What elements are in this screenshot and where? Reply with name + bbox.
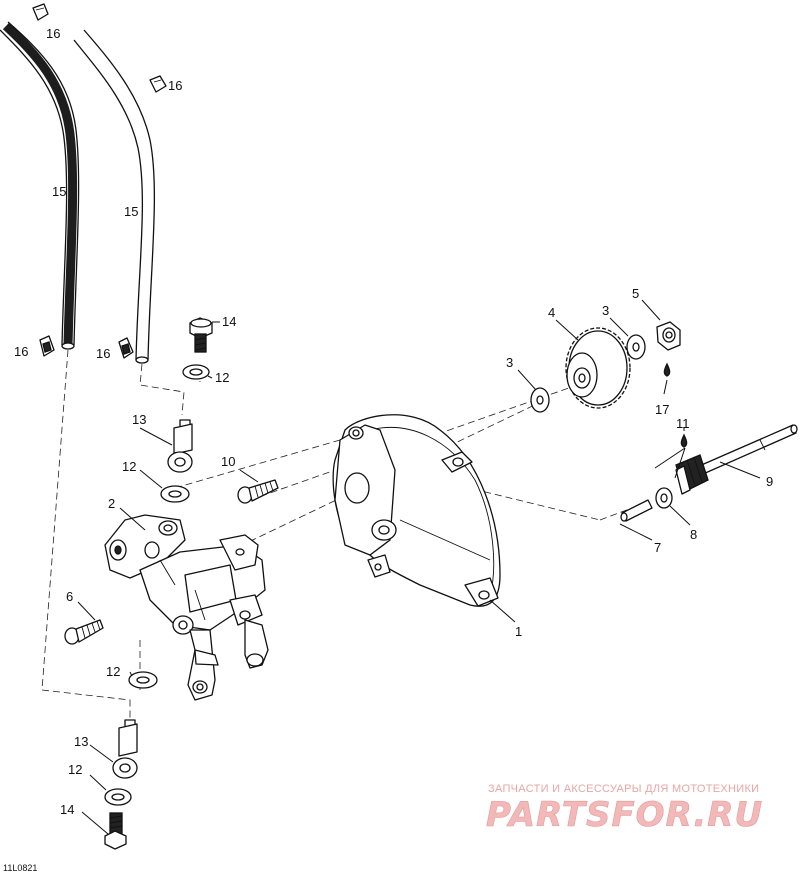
screw [237,479,279,504]
nut [656,321,681,351]
washer [530,387,550,413]
diagram-code: 11L0821 [3,863,37,873]
drop-icon [663,362,671,377]
callout-12: 12 [215,370,229,385]
drop-icon [680,433,688,448]
washer [160,485,190,503]
callout-12: 12 [122,459,136,474]
callout-4: 4 [548,305,555,320]
banjo-bolt-top [189,317,213,353]
callout-7: 7 [654,540,661,555]
callout-13: 13 [74,734,88,749]
washer [104,788,132,806]
watermark-brand: PARTSFOR.RU [486,795,763,835]
washer [626,334,646,360]
callout-13: 13 [132,412,146,427]
oil-pump-body [104,514,269,701]
callout-8: 8 [690,527,697,542]
callout-3: 3 [602,303,609,318]
clamp-icon [39,335,55,357]
leader-lines [77,299,761,835]
callout-16: 16 [96,346,110,361]
callout-16: 16 [14,344,28,359]
fitting-bottom [112,719,138,779]
callout-16: 16 [168,78,182,93]
gear-icon [565,327,631,409]
callout-6: 6 [66,589,73,604]
screw [64,619,104,645]
pump-shaft [675,424,798,495]
washer [655,487,673,509]
callout-16: 16 [46,26,60,41]
callout-3: 3 [506,355,513,370]
callout-14: 14 [222,314,236,329]
hose-left [0,21,80,350]
watermark-tagline: ЗАПЧАСТИ И АКСЕССУАРЫ ДЛЯ МОТОТЕХНИКИ [488,783,759,795]
callout-14: 14 [60,802,74,817]
clamp-icon [32,3,49,21]
callout-11: 11 [676,416,690,431]
callout-2: 2 [108,496,115,511]
pin [620,499,653,522]
washer-top [182,364,210,380]
callout-15: 15 [52,184,66,199]
watermark: ЗАПЧАСТИ И АКСЕССУАРЫ ДЛЯ МОТОТЕХНИКИ PA… [486,783,763,835]
pump-cover [332,414,501,607]
clamp-icon [118,337,134,359]
banjo-bolt-bottom [104,812,127,850]
fitting-top [167,419,193,473]
callout-1: 1 [515,624,522,639]
callout-12: 12 [68,762,82,777]
callout-15: 15 [124,204,138,219]
callout-5: 5 [632,286,639,301]
callout-10: 10 [221,454,235,469]
callout-17: 17 [655,402,669,417]
callout-9: 9 [766,474,773,489]
callout-12: 12 [106,664,120,679]
callouts: 1 2 3 3 4 5 6 7 8 9 10 11 12 12 12 12 13… [14,26,773,817]
hose-right [73,29,156,364]
washer-bottom [128,671,158,689]
clamp-icon [149,75,167,93]
